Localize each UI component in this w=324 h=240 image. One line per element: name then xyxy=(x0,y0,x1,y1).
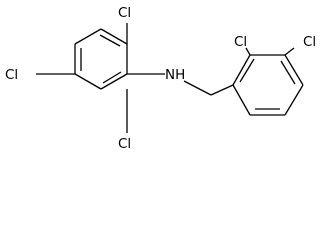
bond-ch2-to-ring xyxy=(210,84,234,96)
atom-cl-ortho-right: Cl xyxy=(234,34,247,50)
bond-to-cl-ortho xyxy=(245,47,251,56)
ring-double-bond xyxy=(99,34,121,47)
ring-double-bond xyxy=(280,60,296,85)
bond-to-cl-meta xyxy=(284,47,295,56)
ring-bond xyxy=(74,28,102,45)
atom-cl-meta-right: Cl xyxy=(303,34,316,50)
ring-bond xyxy=(232,54,251,86)
ring-bond xyxy=(100,73,128,90)
ring-bond xyxy=(74,73,102,90)
atom-cl-top-left: Cl xyxy=(118,5,131,21)
ring-bond xyxy=(284,84,304,116)
ring-bond xyxy=(284,54,304,86)
ring-double-bond xyxy=(239,58,255,83)
atom-cl-bottom-left: Cl xyxy=(118,136,131,152)
left-ring xyxy=(74,28,128,90)
bond-nh-to-ch2 xyxy=(183,80,212,96)
right-ring xyxy=(232,54,304,116)
atom-cl-far-left: Cl xyxy=(5,67,18,83)
atom-nh: NH xyxy=(165,67,185,83)
molecule-diagram: Cl Cl Cl NH Cl Cl xyxy=(5,5,316,152)
ring-bond xyxy=(100,28,128,45)
ring-double-bond xyxy=(102,71,122,84)
ring-bond xyxy=(232,84,251,116)
